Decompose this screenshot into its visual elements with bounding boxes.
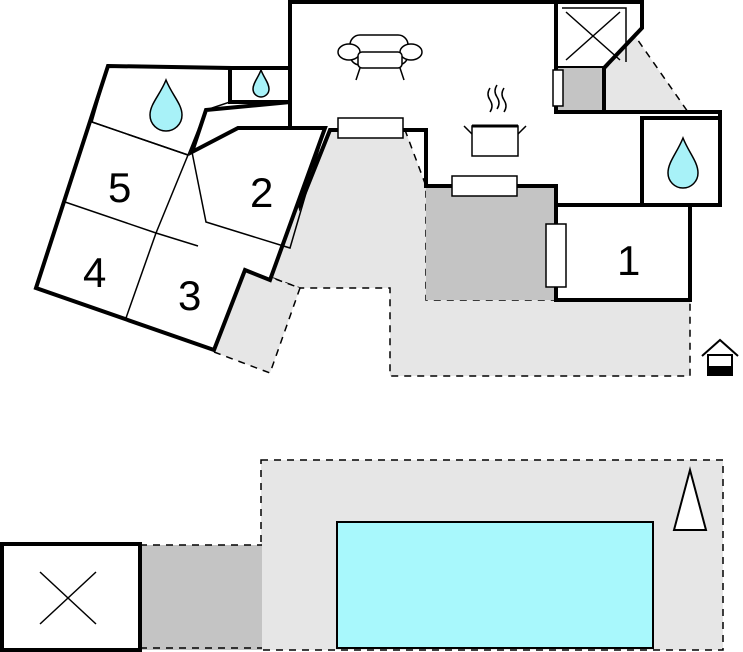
- divider-wing-lower: [155, 154, 189, 234]
- windows: [337, 69, 567, 288]
- sofa-icon: [337, 34, 423, 81]
- window-top: [337, 117, 404, 139]
- covered-parking: [140, 545, 262, 650]
- window-room-1: [545, 223, 567, 288]
- swimming-pool: [336, 521, 654, 649]
- divider-4-3: [125, 232, 157, 319]
- window-kitchen: [451, 175, 518, 197]
- tree-icon: [672, 466, 708, 531]
- parking-house-icon: [701, 338, 739, 376]
- room-2-label: 2: [250, 169, 273, 216]
- cooking-pot-icon: [463, 84, 527, 157]
- room-2-outline: [191, 127, 326, 249]
- water-drop-icon: [149, 77, 183, 132]
- room-4-label: 4: [83, 249, 106, 296]
- window-stairs: [552, 69, 564, 107]
- water-drop-icon: [667, 135, 699, 189]
- covered-terrace: [426, 186, 556, 300]
- garage: [0, 542, 142, 652]
- divider-3-2: [155, 232, 199, 247]
- water-drop-icon: [252, 67, 270, 98]
- stair-landing: [556, 68, 604, 112]
- room-1-label: 1: [617, 237, 640, 284]
- room-5-label: 5: [108, 164, 131, 211]
- stair-box: [554, 0, 644, 70]
- stairs-cross-icon: [562, 7, 627, 62]
- divider-5-4: [64, 201, 157, 234]
- bathroom-left-outline: [91, 65, 231, 156]
- room-3-label: 3: [178, 272, 201, 319]
